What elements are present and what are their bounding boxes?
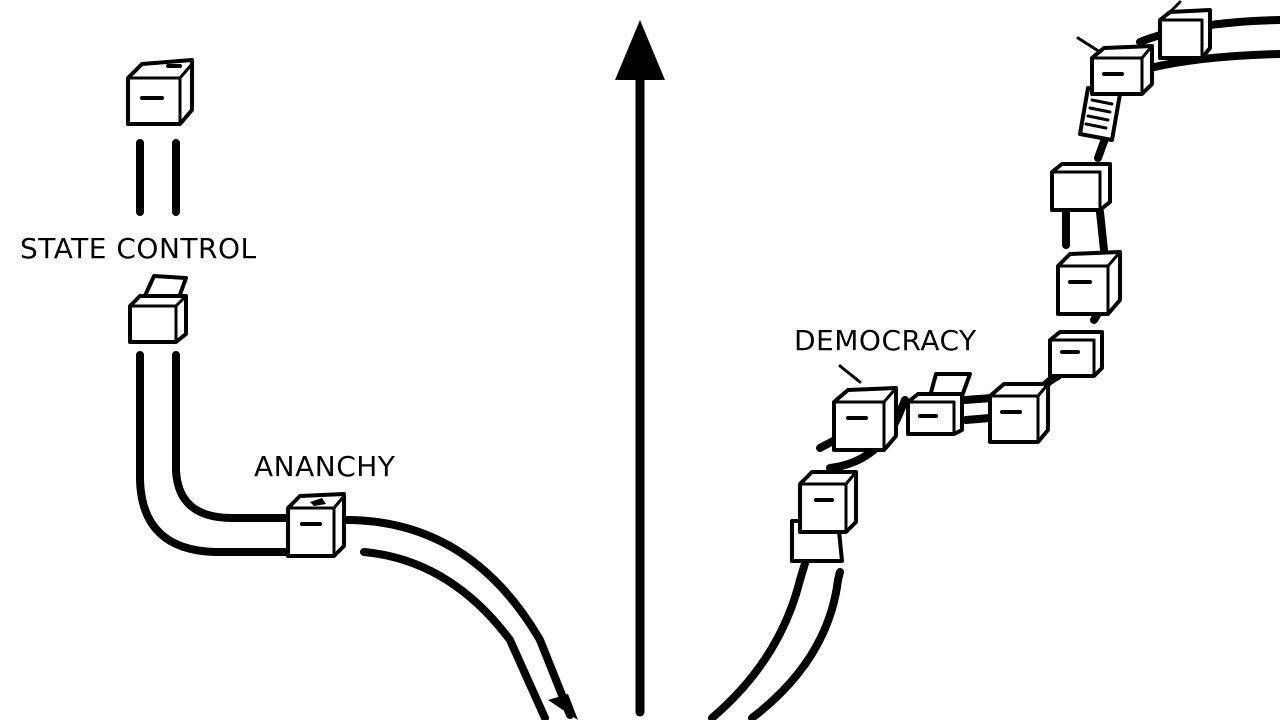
anarchy-label: ANANCHY <box>254 450 396 483</box>
ballot-box-icon <box>798 470 858 534</box>
ballot-box-icon <box>1056 250 1122 316</box>
ballot-box-icon <box>1048 330 1104 378</box>
state-control-label: STATE CONTROL <box>20 232 257 265</box>
ballot-box-icon <box>128 274 188 344</box>
ballot-box-icon <box>832 364 898 452</box>
ballot-box-icon <box>286 492 346 558</box>
right-path <box>708 16 1280 720</box>
ballot-paper-icon <box>1078 86 1122 142</box>
up-arrow-icon <box>615 20 665 717</box>
left-path <box>136 139 578 720</box>
ballot-box-icon <box>1158 0 1212 60</box>
ballot-box-icon <box>906 372 972 436</box>
ballot-box-icon <box>988 382 1050 444</box>
ballot-box-icon <box>126 58 194 126</box>
democracy-label: DEMOCRACY <box>794 324 977 357</box>
ballot-box-icon <box>1050 162 1112 212</box>
ballot-box-icon <box>1076 36 1154 96</box>
